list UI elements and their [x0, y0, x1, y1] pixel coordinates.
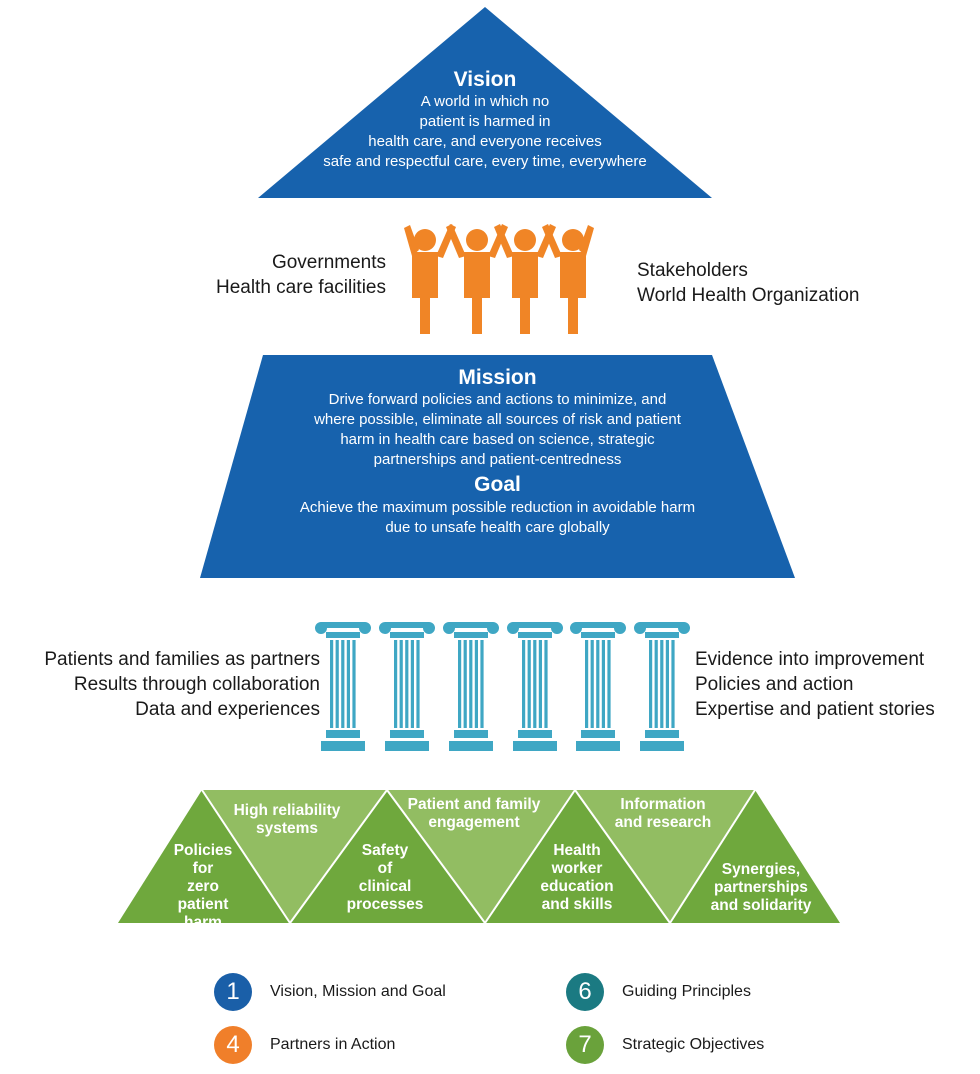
- legend-number-badge: 7: [566, 1026, 604, 1064]
- objective-label: Patient and family engagement: [401, 796, 547, 832]
- objective-tri-5: [485, 790, 670, 923]
- legend-label: Partners in Action: [270, 1036, 396, 1053]
- pillar-icon: [507, 622, 563, 751]
- objective-tri-1: [118, 790, 290, 923]
- mission-line: where possible, eliminate all sources of…: [314, 411, 681, 428]
- legend-label: Vision, Mission and Goal: [270, 983, 446, 1000]
- objective-line: for: [192, 860, 214, 877]
- objective-line: processes: [346, 896, 424, 913]
- vision-line: health care, and everyone receives: [368, 133, 602, 150]
- objective-line: Safety: [361, 842, 409, 859]
- pillar-icon: [634, 622, 690, 751]
- partner-label: Stakeholders: [637, 260, 748, 281]
- objective-line: High reliability: [233, 802, 341, 819]
- objective-label: Synergies, partnerships and solidarity: [704, 861, 818, 915]
- objective-line: and solidarity: [710, 897, 812, 914]
- legend-item: 1 Vision, Mission and Goal: [214, 973, 446, 1011]
- goal-line: Achieve the maximum possible reduction i…: [299, 499, 696, 516]
- columns-group: [315, 622, 690, 751]
- partners-left: Governments Health care facilities: [216, 250, 386, 300]
- objective-line: Information: [620, 796, 706, 813]
- legend-item: 6 Guiding Principles: [566, 973, 751, 1011]
- partner-label: World Health Organization: [637, 285, 860, 306]
- objective-line: Synergies,: [721, 861, 801, 878]
- objective-line: harm: [184, 914, 222, 931]
- legend-item: 4 Partners in Action: [214, 1026, 395, 1064]
- objective-line: Health: [553, 842, 601, 859]
- legend-number-badge: 1: [214, 973, 252, 1011]
- objective-label: Health worker education and skills: [535, 842, 619, 914]
- vision-title: Vision: [453, 68, 517, 91]
- pillar-icon: [443, 622, 499, 751]
- goal-line: due to unsafe health care globally: [385, 519, 610, 536]
- legend-item: 7 Strategic Objectives: [566, 1026, 764, 1064]
- mission-trapezoid: [200, 355, 795, 578]
- objective-line: engagement: [428, 814, 520, 831]
- legend-label: Strategic Objectives: [622, 1036, 765, 1053]
- vision-line: safe and respectful care, every time, ev…: [323, 153, 647, 170]
- vision-line: patient is harmed in: [419, 113, 551, 130]
- mission-title: Mission: [458, 366, 537, 389]
- pillar-icon: [315, 622, 371, 751]
- partner-label: Health care facilities: [215, 277, 386, 298]
- vision-text-block: Vision A world in which no patient is ha…: [258, 68, 712, 172]
- goal-title: Goal: [474, 473, 521, 496]
- partners-people-icon: [404, 224, 594, 334]
- objective-line: partnerships: [714, 879, 808, 896]
- principle-label: Data and experiences: [135, 699, 320, 720]
- objective-tri-7: [670, 790, 840, 923]
- objective-line: of: [377, 860, 393, 877]
- principle-label: Patients and families as partners: [44, 649, 320, 670]
- objective-line: education: [540, 878, 614, 895]
- objective-line: worker: [551, 860, 603, 877]
- objective-label: Safety of clinical processes: [344, 842, 426, 914]
- objective-line: and skills: [541, 896, 613, 913]
- legend-number-badge: 4: [214, 1026, 252, 1064]
- objective-label: High reliability systems: [222, 802, 352, 838]
- objective-tri-4: [387, 790, 575, 923]
- principle-label: Results through collaboration: [73, 674, 320, 695]
- objective-tri-6: [575, 790, 755, 923]
- principle-label: Evidence into improvement: [695, 649, 925, 670]
- principles-right: Evidence into improvement Policies and a…: [695, 647, 935, 722]
- objective-line: and research: [614, 814, 712, 831]
- objective-tri-2: [202, 790, 387, 923]
- objectives-band: [118, 789, 840, 924]
- pillar-icon: [379, 622, 435, 751]
- objective-line: Patient and family: [407, 796, 541, 813]
- mission-line: partnerships and patient-centredness: [373, 451, 622, 468]
- mission-line: harm in health care based on science, st…: [340, 431, 655, 448]
- objective-label: Information and research: [598, 796, 728, 832]
- legend-label: Guiding Principles: [622, 983, 751, 1000]
- partner-label: Governments: [271, 252, 386, 273]
- principle-label: Expertise and patient stories: [695, 699, 935, 720]
- objective-line: zero patient: [177, 878, 229, 913]
- mission-line: Drive forward policies and actions to mi…: [328, 391, 667, 408]
- principle-label: Policies and action: [695, 674, 854, 695]
- partners-right: Stakeholders World Health Organization: [637, 258, 859, 308]
- objective-line: clinical: [358, 878, 412, 895]
- principles-left: Patients and families as partners Result…: [44, 647, 320, 722]
- mission-text-block: Mission Drive forward policies and actio…: [200, 366, 795, 538]
- objective-tri-3: [290, 790, 485, 923]
- legend-number-badge: 6: [566, 973, 604, 1011]
- pillar-icon: [570, 622, 626, 751]
- vision-triangle: [258, 7, 712, 198]
- vision-line: A world in which no: [420, 93, 550, 110]
- objective-label: Policies for zero patient harm: [162, 842, 244, 932]
- objective-line: systems: [255, 820, 319, 837]
- objective-line: Policies: [173, 842, 233, 859]
